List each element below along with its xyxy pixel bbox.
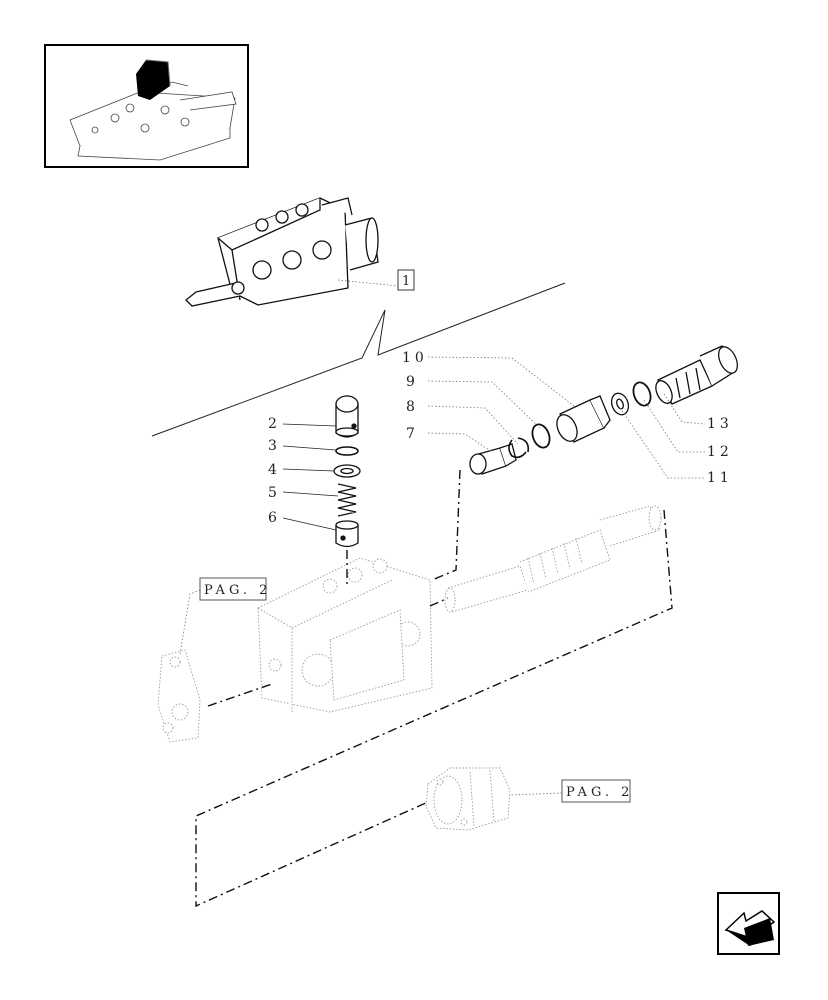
seat-part [335,520,359,548]
callout-13: 13 [707,416,733,432]
thumbnail-locator-icon[interactable] [44,44,249,168]
ring-part [531,423,551,449]
clip-part [508,437,530,459]
page-ref-bottom[interactable]: PAG. 2 [509,779,633,803]
assembly-path-lines [195,469,673,908]
callout-4: 4 [268,462,281,478]
callout-10: 10 [402,350,428,366]
lever-reference [157,649,201,743]
callout-5: 5 [268,485,281,501]
valve-body-reference [257,557,433,713]
o-ring-part [335,446,359,456]
screw-part [469,443,517,475]
callout-8: 8 [406,399,419,415]
callout-2: 2 [268,416,281,432]
page-ref-left[interactable]: PAG. 2 [179,577,271,655]
section-break-line [151,282,566,437]
assembly-callout-label: 1 [402,274,414,289]
back-arrow-icon[interactable] [717,892,780,955]
spool-reference [444,505,662,613]
washer-part [333,464,361,478]
callout-3: 3 [268,438,281,454]
valve-seat-part [556,395,611,443]
valve-assembly-illustration [185,197,379,307]
cover-reference [425,767,511,831]
o-ring-small-part [610,392,630,416]
backup-ring-part [632,381,652,407]
callout-11: 11 [707,470,733,486]
plug-part [655,345,739,405]
callout-9: 9 [406,374,419,390]
plunger-part [335,395,359,438]
page-ref-bottom-label: PAG. 2 [566,785,633,800]
callout-6: 6 [268,510,281,526]
assembly-callout: 1 [337,269,415,291]
page-ref-left-label: PAG. 2 [204,583,271,598]
spring-part [337,483,357,517]
callout-leaders-right [427,356,706,479]
callout-7: 7 [406,426,419,442]
callout-12: 12 [707,444,733,460]
callout-leaders-left [282,423,339,531]
